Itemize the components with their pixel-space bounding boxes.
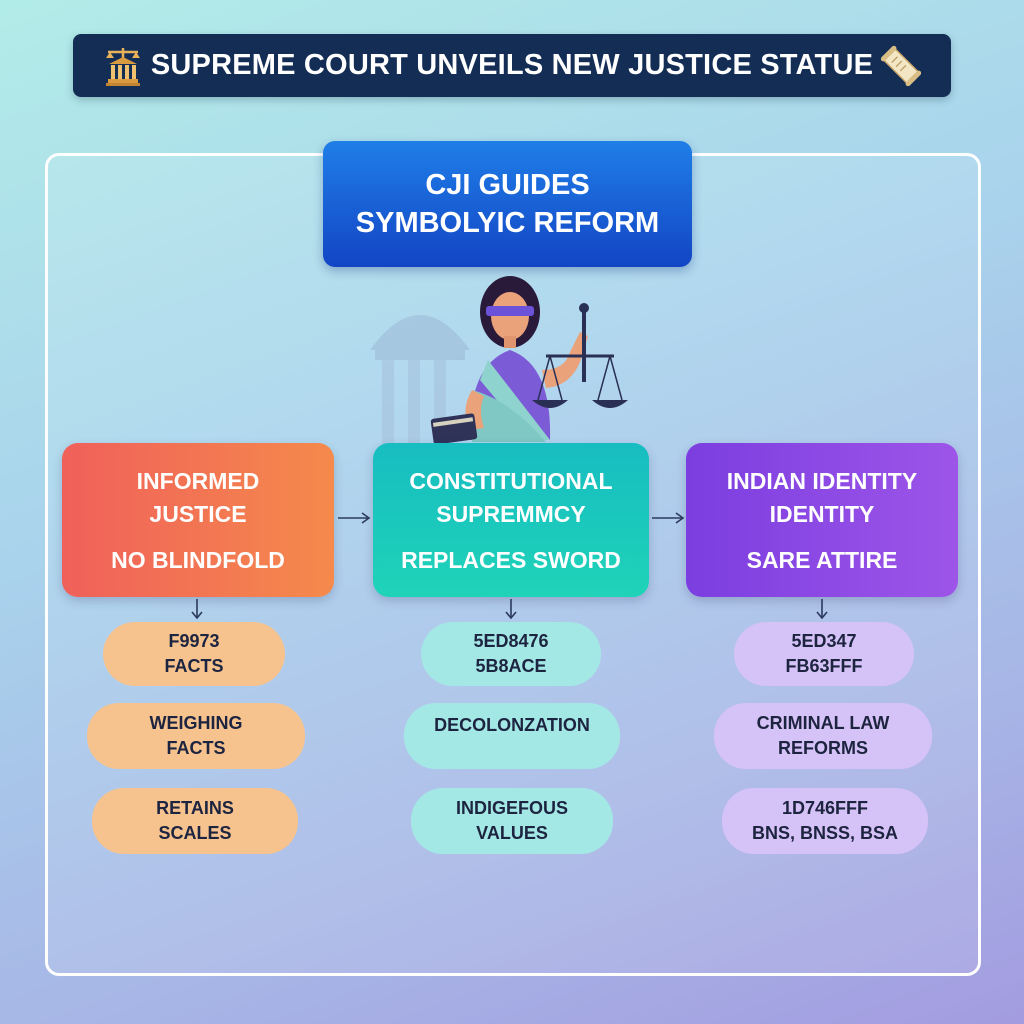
arrow-right-icon bbox=[652, 512, 685, 524]
pill-line2: 5B8ACE bbox=[475, 656, 547, 676]
pill-item: INDIGEFOUS VALUES bbox=[411, 788, 613, 854]
arrow-down-icon bbox=[191, 599, 203, 620]
pill-item: 5ED347 FB63FFF bbox=[734, 622, 914, 686]
pill-line1: INDIGEFOUS bbox=[455, 798, 568, 818]
pill-line1: F9973 bbox=[168, 631, 220, 651]
pill-item: 1D746FFF BNS, BNSS, BSA bbox=[722, 788, 928, 854]
category-constitutional-supremacy: CONSTITUTIONAL SUPREMMCY REPLACES SWORD bbox=[373, 443, 649, 597]
category-line2: IDENTITY bbox=[769, 501, 875, 527]
top-heading-line1: CJI GUIDES bbox=[425, 169, 590, 201]
pill-line1: DECOLONZATION bbox=[434, 715, 590, 735]
category-line3: SARE ATTIRE bbox=[746, 547, 898, 573]
pill-item: RETAINS SCALES bbox=[92, 788, 298, 854]
category-informed-justice: INFORMED JUSTICE NO BLINDFOLD bbox=[62, 443, 334, 597]
pill-item: 5ED8476 5B8ACE bbox=[421, 622, 601, 686]
arrow-right-icon bbox=[338, 512, 371, 524]
arrow-down-icon bbox=[816, 599, 828, 620]
category-line2: SUPREMMCY bbox=[436, 501, 586, 527]
pill-line2: VALUES bbox=[476, 823, 548, 843]
title-banner: SUPREME COURT UNVEILS NEW JUSTICE STATUE bbox=[73, 34, 951, 97]
pill-line1: 1D746FFF bbox=[781, 798, 869, 818]
pill-line2: FACTS bbox=[164, 656, 224, 676]
lady-justice-figure bbox=[360, 270, 660, 470]
pill-line2: FACTS bbox=[166, 738, 226, 758]
category-line3: REPLACES SWORD bbox=[401, 547, 621, 573]
top-heading-line2: SYMBOLYIC REFORM bbox=[355, 207, 660, 239]
pill-item: WEIGHING FACTS bbox=[87, 703, 305, 769]
pill-line2: REFORMS bbox=[778, 738, 868, 758]
courthouse-scales-icon bbox=[103, 44, 143, 88]
arrow-down-icon bbox=[505, 599, 517, 620]
pill-line2: FB63FFF bbox=[785, 656, 863, 676]
pill-item: DECOLONZATION bbox=[404, 703, 620, 769]
category-line3: NO BLINDFOLD bbox=[111, 547, 285, 573]
pill-line1: 5ED8476 bbox=[473, 631, 549, 651]
pill-line2: BNS, BNSS, BSA bbox=[751, 823, 899, 843]
top-heading-box: CJI GUIDES SYMBOLYIC REFORM bbox=[323, 141, 692, 267]
pill-item: F9973 FACTS bbox=[103, 622, 285, 686]
category-line1: INDIAN IDENTITY bbox=[726, 468, 918, 494]
pill-line1: CRIMINAL LAW bbox=[756, 713, 890, 733]
pill-line1: WEIGHING bbox=[149, 713, 243, 733]
category-line2: JUSTICE bbox=[149, 501, 247, 527]
scroll-quill-icon bbox=[881, 44, 922, 88]
pill-line1: RETAINS bbox=[156, 798, 234, 818]
pill-item: CRIMINAL LAW REFORMS bbox=[714, 703, 932, 769]
category-line1: CONSTITUTIONAL bbox=[409, 468, 613, 494]
pill-line1: 5ED347 bbox=[791, 631, 857, 651]
category-line1: INFORMED bbox=[136, 468, 260, 494]
category-indian-identity: INDIAN IDENTITY IDENTITY SARE ATTIRE bbox=[686, 443, 958, 597]
pill-line2: SCALES bbox=[158, 823, 232, 843]
banner-title: SUPREME COURT UNVEILS NEW JUSTICE STATUE bbox=[150, 49, 874, 81]
